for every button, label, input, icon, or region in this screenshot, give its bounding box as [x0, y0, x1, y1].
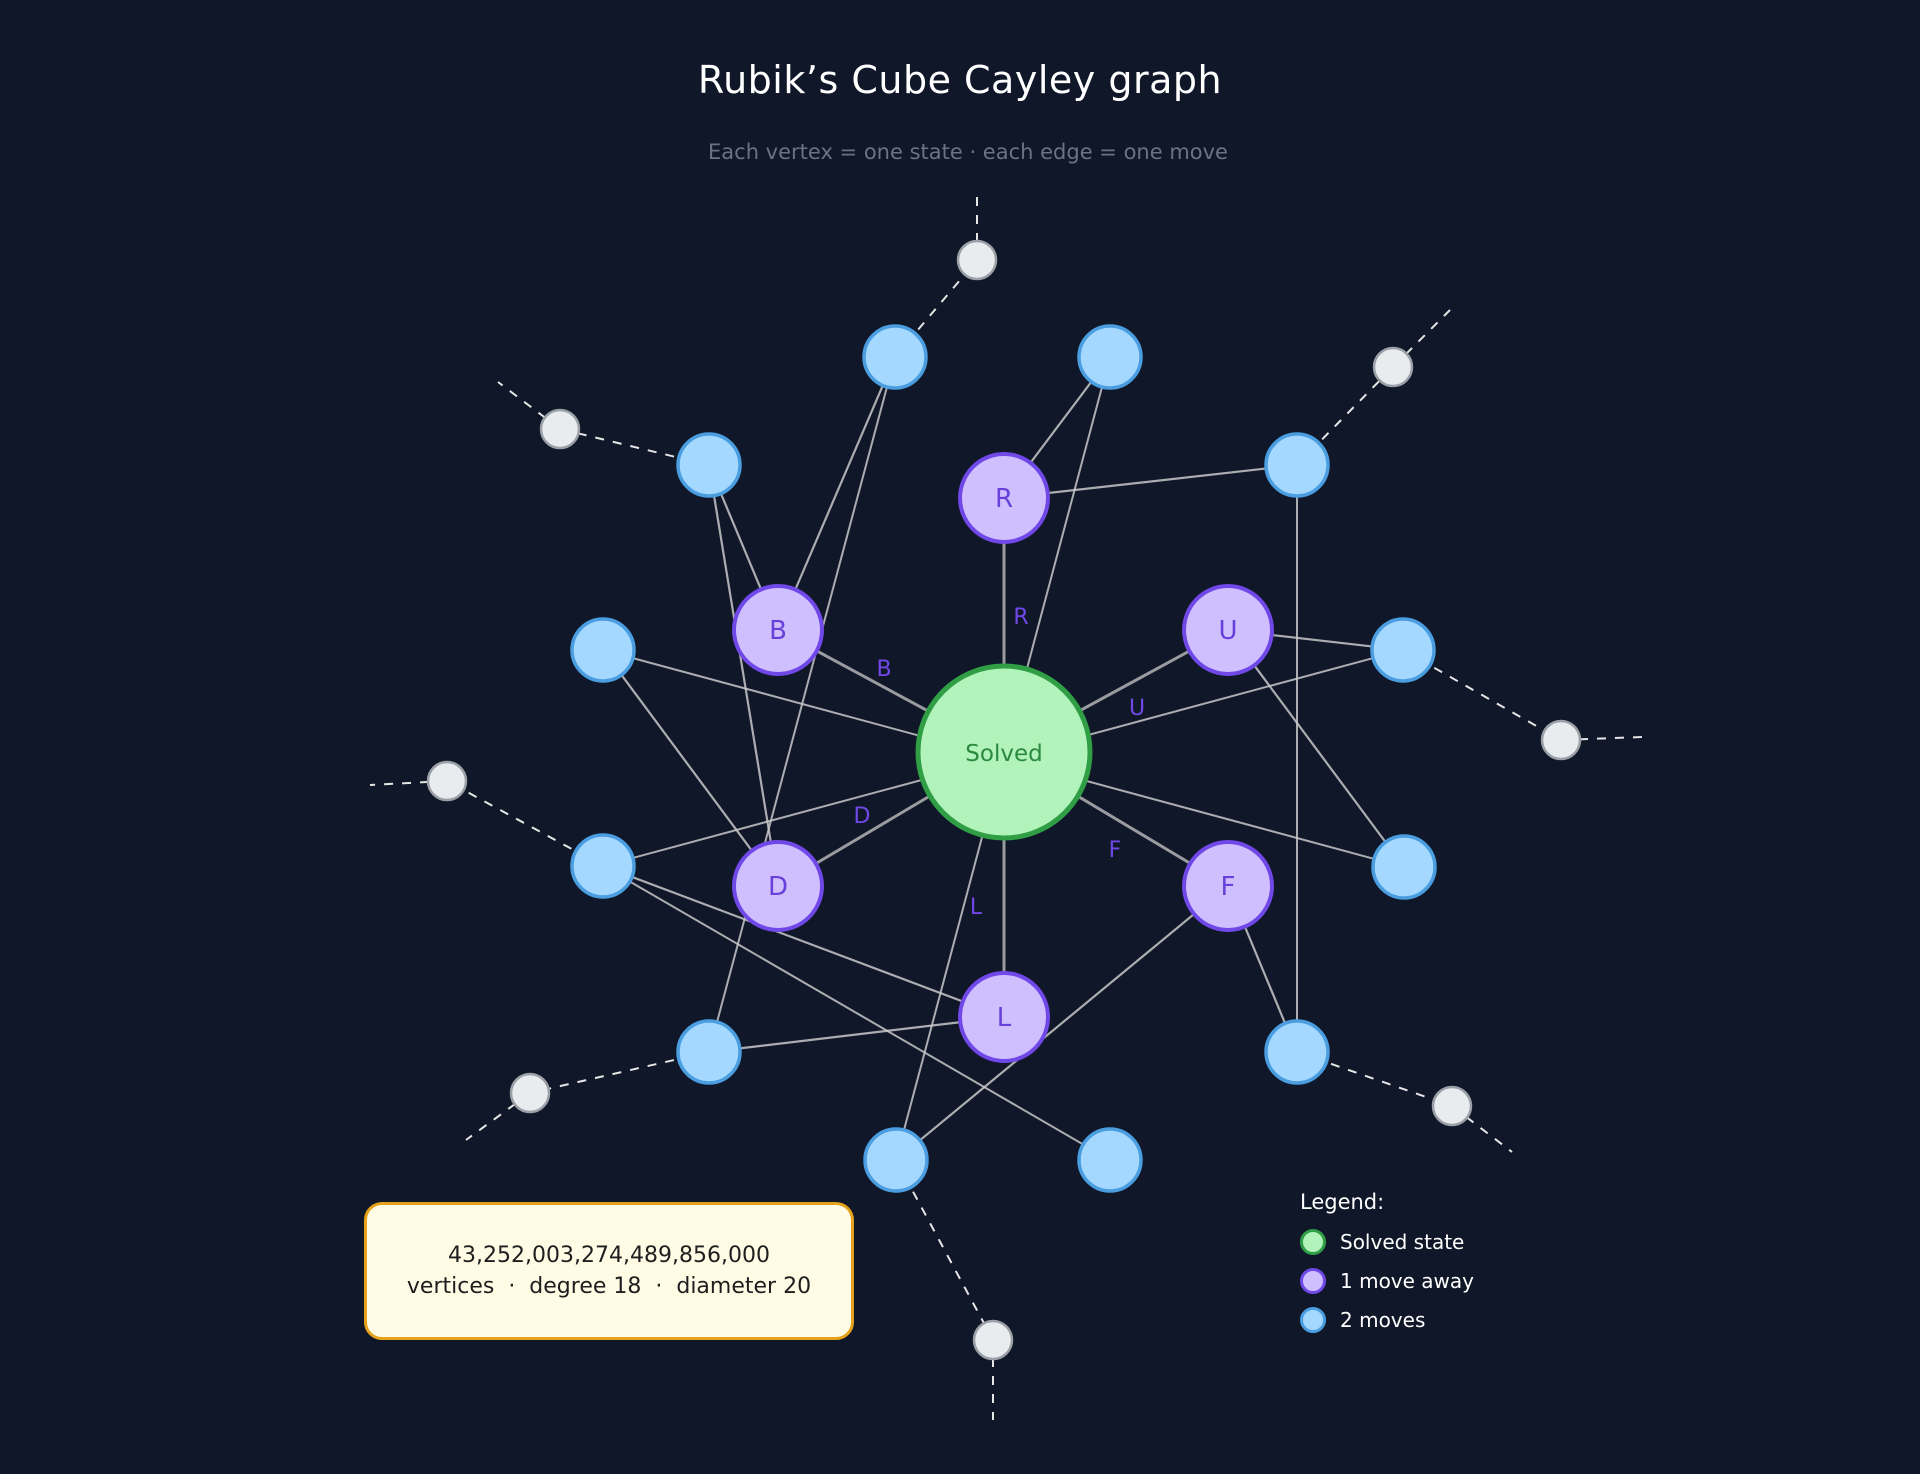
- distant-vertex[interactable]: [509, 1072, 551, 1114]
- edge-L-two: [708, 1015, 1005, 1054]
- solved-vertex[interactable]: Solved: [915, 663, 1093, 841]
- solved-vertex-label: Solved: [965, 741, 1042, 767]
- two-move-vertex[interactable]: [863, 1127, 929, 1193]
- two-move-vertex[interactable]: [1370, 617, 1436, 683]
- dashed-edge-distant: [895, 1159, 994, 1341]
- distant-vertex[interactable]: [1372, 346, 1414, 388]
- distant-vertex[interactable]: [956, 239, 998, 281]
- legend-swatch-one-move: [1300, 1267, 1326, 1294]
- dashed-edge-outward: [1560, 736, 1643, 741]
- dashed-edge-outward: [1451, 1105, 1513, 1153]
- one-move-vertex-circle: [1182, 584, 1274, 676]
- legend: Legend: Solved state 1 move away 2 moves: [1300, 1190, 1474, 1339]
- distant-vertex[interactable]: [426, 760, 468, 802]
- two-move-vertex[interactable]: [1077, 1127, 1143, 1193]
- one-move-vertex-circle: [732, 840, 824, 932]
- one-move-vertex-U[interactable]: U: [1182, 584, 1274, 676]
- stats-details: vertices · degree 18 · diameter 20: [406, 1274, 812, 1299]
- two-move-vertex[interactable]: [570, 833, 636, 899]
- two-move-vertex[interactable]: [676, 432, 742, 498]
- legend-item-solved: Solved state: [1300, 1222, 1474, 1261]
- one-move-vertex-B[interactable]: B: [732, 584, 824, 676]
- diagram-subtitle: Each vertex = one state · each edge = on…: [708, 140, 1228, 164]
- dashed-edge-distant: [529, 1051, 710, 1094]
- distant-vertex[interactable]: [1540, 719, 1582, 761]
- edge-L-two: [602, 864, 1005, 1019]
- one-move-vertex-label: D: [768, 872, 788, 902]
- two-move-vertex[interactable]: [570, 617, 636, 683]
- distant-vertex[interactable]: [1431, 1085, 1473, 1127]
- edge-label-D: D: [854, 804, 871, 829]
- two-move-vertex[interactable]: [676, 1019, 742, 1085]
- dashed-edge-outward: [1392, 309, 1451, 368]
- edge-label-L: L: [970, 895, 983, 920]
- one-move-vertex-label: F: [1221, 872, 1236, 902]
- edge-label-B: B: [876, 657, 891, 682]
- solved-vertex-circle: [915, 663, 1093, 841]
- one-move-vertex-F[interactable]: F: [1182, 840, 1274, 932]
- edge-D-two: [707, 464, 780, 887]
- two-move-vertex[interactable]: [1264, 432, 1330, 498]
- diagram-title: Rubik’s Cube Cayley graph: [697, 58, 1223, 102]
- edge-two-two: [602, 865, 1111, 1161]
- one-move-vertex-circle: [958, 452, 1050, 544]
- distant-vertex[interactable]: [539, 408, 581, 450]
- one-move-vertex-R[interactable]: R: [958, 452, 1050, 544]
- two-move-vertex[interactable]: [1371, 834, 1437, 900]
- two-move-vertex[interactable]: [1077, 324, 1143, 390]
- one-move-vertex-circle: [958, 971, 1050, 1063]
- dashed-edge-outward: [369, 780, 448, 786]
- one-move-vertex-circle: [1182, 840, 1274, 932]
- dashed-edge-outward: [465, 1092, 531, 1141]
- legend-label-two-moves: 2 moves: [1340, 1307, 1426, 1332]
- one-move-vertex-circle: [732, 584, 824, 676]
- two-move-vertex[interactable]: [1264, 1019, 1330, 1085]
- edge-B-two: [776, 356, 897, 631]
- graph-vertices: R U F L D B Solved: [426, 239, 1582, 1361]
- edge-label-U: U: [1129, 696, 1145, 721]
- one-move-vertex-D[interactable]: D: [732, 840, 824, 932]
- edge-F-two: [895, 885, 1229, 1161]
- legend-label-solved: Solved state: [1340, 1229, 1465, 1254]
- legend-title: Legend:: [1300, 1190, 1385, 1214]
- dashed-edge-outward: [497, 381, 561, 430]
- dashed-edge-distant: [1402, 649, 1562, 741]
- legend-swatch-two-moves: [1300, 1306, 1326, 1333]
- legend-item-one-move: 1 move away: [1300, 1261, 1474, 1300]
- one-move-vertex-label: L: [997, 1003, 1012, 1033]
- stats-vertex-count: 43,252,003,274,489,856,000: [448, 1243, 770, 1268]
- one-move-vertex-L[interactable]: L: [958, 971, 1050, 1063]
- edge-U-two: [1227, 629, 1405, 868]
- edge-label-F: F: [1109, 838, 1122, 863]
- edge-labels: R U F L D B: [854, 605, 1146, 920]
- one-move-vertex-label: B: [769, 616, 787, 646]
- edge-R-two: [1003, 463, 1298, 500]
- distant-vertex[interactable]: [972, 1319, 1014, 1361]
- two-move-vertex[interactable]: [862, 324, 928, 390]
- one-move-vertex-label: R: [995, 484, 1013, 514]
- edge-label-R: R: [1013, 605, 1028, 630]
- legend-item-two-moves: 2 moves: [1300, 1300, 1474, 1339]
- dashed-edge-distant: [446, 780, 604, 867]
- edge-D-two: [602, 649, 779, 887]
- one-move-vertex-label: U: [1218, 616, 1237, 646]
- stats-box: 43,252,003,274,489,856,000 vertices · de…: [364, 1202, 854, 1340]
- legend-swatch-solved: [1300, 1228, 1326, 1255]
- legend-label-one-move: 1 move away: [1340, 1268, 1475, 1293]
